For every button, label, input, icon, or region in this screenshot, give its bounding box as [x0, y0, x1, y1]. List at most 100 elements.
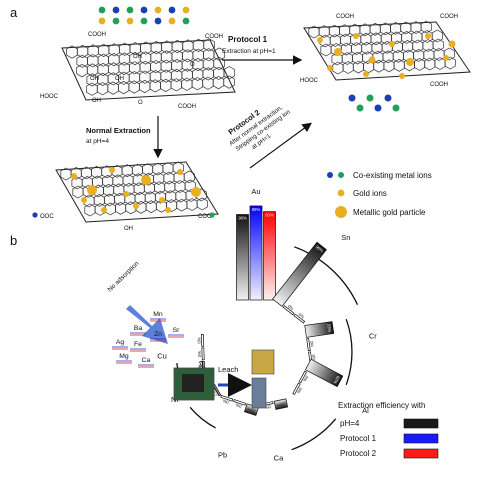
bar-cu-protocol1: 0%	[197, 347, 205, 361]
bar-value-label: 0%	[297, 312, 305, 320]
bar-value-label: 0%	[309, 341, 315, 348]
legend-panel-a: Co-existing metal ions Gold ions Metalli…	[327, 171, 432, 218]
bar-value-label: 93%	[265, 213, 274, 218]
protocol-2-arrow: Protocol 2 After normal extraction, Stri…	[226, 104, 312, 169]
vial-image	[251, 377, 267, 409]
bar-ca-ph4: 20%	[273, 398, 289, 410]
group-oh: OH	[92, 98, 101, 104]
legend-b-label: pH=4	[340, 419, 360, 428]
no-adsorption-metal: Zn	[154, 331, 162, 338]
metal-label-sn: Sn	[341, 233, 350, 242]
protocol-1-desc: Extraction at pH=1	[222, 48, 276, 55]
group-cooh: COOH	[178, 104, 196, 110]
bar-value-label: 0%	[296, 387, 303, 395]
bar-value-label: 0%	[264, 404, 271, 410]
bar-value-label: 0%	[197, 351, 202, 357]
group-oh: OH	[124, 226, 133, 232]
graphene-sheet-ph4: OOC COO OH	[32, 161, 219, 232]
bar-value-label: 3%	[197, 364, 202, 370]
bar-value-label: 0%	[196, 337, 201, 343]
metal-label-au: Au	[251, 187, 260, 196]
no-adsorption-metal: Fe	[134, 341, 142, 348]
no-adsorption-metal: Sr	[173, 327, 181, 334]
no-adsorption-label: No adsorption	[107, 260, 141, 293]
gold-residue-image	[251, 349, 275, 375]
normal-extraction-title: Normal Extraction	[86, 126, 151, 135]
protocol-1-title: Protocol 1	[228, 35, 268, 44]
bar-value-label: 90%	[238, 216, 247, 221]
bar-au-ph4: 90%	[236, 214, 249, 301]
center-leach-illustration: Leach	[173, 349, 275, 409]
legend-gold-ions-label: Gold ions	[353, 189, 387, 198]
bar-value-label: 20%	[276, 402, 286, 409]
bar-pb-protocol2: 0%	[220, 394, 234, 405]
metal-label-cr: Cr	[369, 332, 377, 341]
group-oh: OH	[133, 54, 142, 60]
panel-b-label: b	[10, 233, 17, 248]
group-hooc: HOOC	[40, 94, 59, 100]
legend-b-item: pH=4	[340, 418, 439, 429]
bar-value-label: 0%	[302, 375, 309, 383]
group-oh: OH	[90, 76, 99, 82]
group-o: O	[138, 100, 143, 106]
no-adsorption-arrow	[126, 305, 168, 344]
legend-b-label: Protocol 1	[340, 434, 377, 443]
bar-value-label: 90%	[315, 244, 325, 253]
bar-sn-ph4: 90%	[272, 241, 327, 307]
legend-coexisting-label: Co-existing metal ions	[353, 171, 432, 180]
no-adsorption-metal: Ba	[134, 325, 143, 332]
bar-value-label: 20%	[246, 407, 256, 414]
group-oh: OH	[115, 76, 124, 82]
bar-al-ph4: 62%	[304, 358, 344, 388]
panel-a-label: a	[10, 5, 18, 20]
group-cooh: COOH	[88, 32, 106, 38]
coexisting-ions-released	[348, 94, 400, 112]
metal-label-al: Al	[362, 406, 369, 415]
bar-value-label: 53%	[326, 324, 332, 333]
no-adsorption-metal: Mg	[119, 353, 129, 360]
bar-value-label: 0%	[222, 398, 230, 405]
extraction-bars: 90%99%93%90%0%0%53%0%0%62%0%0%20%0%0%20%…	[196, 205, 344, 416]
no-adsorption-metal: Ag	[116, 339, 125, 346]
no-adsorption-metal: Ca	[142, 357, 151, 364]
bar-value-label: 0%	[287, 304, 295, 312]
ion-mixture	[98, 6, 190, 25]
group-cooh: COOH	[430, 82, 448, 88]
bar-al-protocol2: 0%	[292, 382, 303, 396]
group-o: O	[190, 62, 195, 68]
normal-extraction-desc: at pH=4	[86, 138, 109, 145]
no-adsorption-metal: Mn	[153, 311, 163, 318]
legend-b-item: Protocol 2	[340, 448, 439, 459]
legend-panel-b: Extraction efficiency with pH=4Protocol …	[338, 401, 439, 459]
group-coo: COO	[198, 214, 212, 220]
metal-label-ca: Ca	[274, 454, 284, 463]
metal-label-pb: Pb	[218, 451, 227, 460]
legend-b-label: Protocol 2	[340, 449, 377, 458]
normal-extraction-arrow: Normal Extraction at pH=4	[86, 116, 163, 159]
bar-value-label: 99%	[252, 207, 261, 212]
bar-cu-protocol2: 0%	[196, 333, 205, 347]
bar-value-label: 0%	[311, 354, 317, 361]
group-hooc: HOOC	[300, 78, 319, 84]
bar-value-label: 62%	[333, 375, 341, 385]
group-cooh: COOH	[336, 14, 354, 20]
legend-b-item: Protocol 1	[340, 433, 439, 444]
bar-sn-protocol1: 0%	[282, 304, 295, 316]
bar-al-protocol1: 0%	[298, 370, 310, 384]
group-ooc: OOC	[40, 214, 54, 220]
legend-metallic-label: Metallic gold particle	[353, 208, 426, 217]
bar-value-label: 0%	[235, 402, 243, 409]
graphene-sheet-initial: COOH COOH HOOC COOH OH OH OH O OH O	[40, 32, 236, 110]
metal-label-cu: Cu	[157, 351, 167, 360]
protocol-1-arrow: Protocol 1 Extraction at pH=1	[222, 35, 303, 65]
bar-cr-protocol1: 0%	[306, 338, 315, 352]
legend-b-title: Extraction efficiency with	[338, 401, 425, 410]
bar-au-protocol1: 99%	[249, 205, 263, 301]
group-cooh: COOH	[205, 34, 223, 40]
chip-image	[182, 374, 204, 392]
leach-label: Leach	[218, 365, 238, 374]
group-cooh: COOH	[440, 14, 458, 20]
bar-pb-protocol1: 0%	[233, 399, 247, 409]
bar-au-protocol2: 93%	[263, 211, 276, 301]
